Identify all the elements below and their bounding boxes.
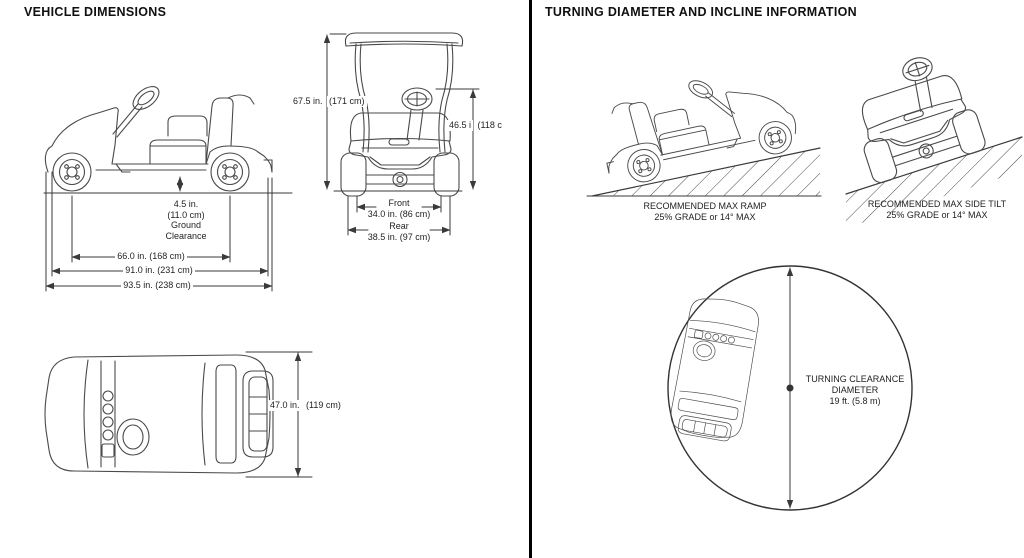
dash-bar [100, 360, 116, 468]
tilt-hatch [846, 137, 1022, 228]
steering-column [112, 103, 143, 138]
steering-wheel-top [116, 418, 150, 456]
seat-backrest [215, 364, 237, 464]
differential [392, 171, 408, 188]
golf-cart-top-view [44, 354, 274, 474]
rear-grab-bar [227, 94, 255, 105]
seat-back [205, 97, 234, 165]
turning-clearance-label: TURNING CLEARANCE DIAMETER 19 ft. (5.8 m… [805, 374, 905, 406]
tilt-surface [845, 136, 1023, 195]
ground-clearance-label: 4.5 in. (11.0 cm) Ground Clearance [165, 199, 207, 241]
panel-divider [529, 0, 532, 558]
body-front-outline [44, 107, 119, 173]
wheelbase-label: 66.0 in. (168 cm) [115, 251, 187, 262]
steering-wheel [401, 87, 433, 141]
roof [344, 32, 464, 47]
logo-plate [388, 138, 410, 146]
overall-length-label: 93.5 in. (238 cm) [121, 280, 193, 291]
roof-struts [354, 43, 454, 153]
front-view-dimensions [323, 33, 480, 236]
front-track-label: Front 34.0 in. (86 cm) [367, 198, 431, 219]
right-wheel [433, 152, 460, 197]
lower-fascia [369, 156, 431, 166]
front-cowl [348, 140, 452, 170]
seat-side [167, 115, 208, 137]
overall-width-label: 47.0 in. (119 cm) [268, 400, 343, 411]
steering-column [406, 109, 424, 141]
seat-back [349, 112, 451, 142]
left-wheel [340, 152, 367, 197]
dash-tray [101, 443, 115, 458]
rear-track-label: Rear 38.5 in. (97 cm) [367, 221, 431, 242]
pedal [115, 163, 131, 173]
front-wheel [52, 152, 92, 192]
rear-body [205, 145, 273, 173]
body-length-label: 91.0 in. (231 cm) [123, 265, 195, 276]
body-outline [44, 354, 271, 474]
cup-holders [102, 390, 114, 441]
max-ramp-caption: RECOMMENDED MAX RAMP 25% GRADE or 14° MA… [643, 201, 767, 222]
rear-wheel [210, 152, 250, 192]
steering-wheel [132, 86, 160, 110]
axle [365, 174, 435, 185]
roof-inner-line [349, 40, 459, 44]
ramp-incline-drawing [586, 57, 822, 197]
rear-grip [242, 370, 274, 458]
steering-height-label: 46.5 i (118 c [447, 120, 504, 131]
golf-cart-side-view [44, 86, 273, 192]
vehicle-dimensions-title: VEHICLE DIMENSIONS [24, 5, 167, 19]
rear-grip-rungs [248, 396, 268, 432]
turning-circle [667, 265, 913, 511]
rear-bumper [263, 159, 273, 173]
turning-incline-title: TURNING DIAMETER AND INCLINE INFORMATION [545, 5, 857, 19]
max-side-tilt-caption: RECOMMENDED MAX SIDE TILT 25% GRADE or 1… [867, 199, 1007, 220]
hood-seam [83, 359, 89, 469]
overall-height-label: 67.5 in. (171 cm) [291, 96, 367, 107]
circle-center-dot [786, 384, 794, 392]
ramp-surface [591, 147, 821, 197]
golf-cart-front-view-body [340, 87, 460, 197]
turning-circle-drawing [667, 265, 913, 511]
top-view-dimensions [245, 351, 313, 478]
seat-front-edge [201, 362, 206, 466]
seat-bottom [149, 139, 207, 165]
golf-cart-front-view-roof [344, 32, 464, 153]
side-tilt-drawing [841, 45, 1023, 228]
turning-cart [667, 293, 764, 444]
